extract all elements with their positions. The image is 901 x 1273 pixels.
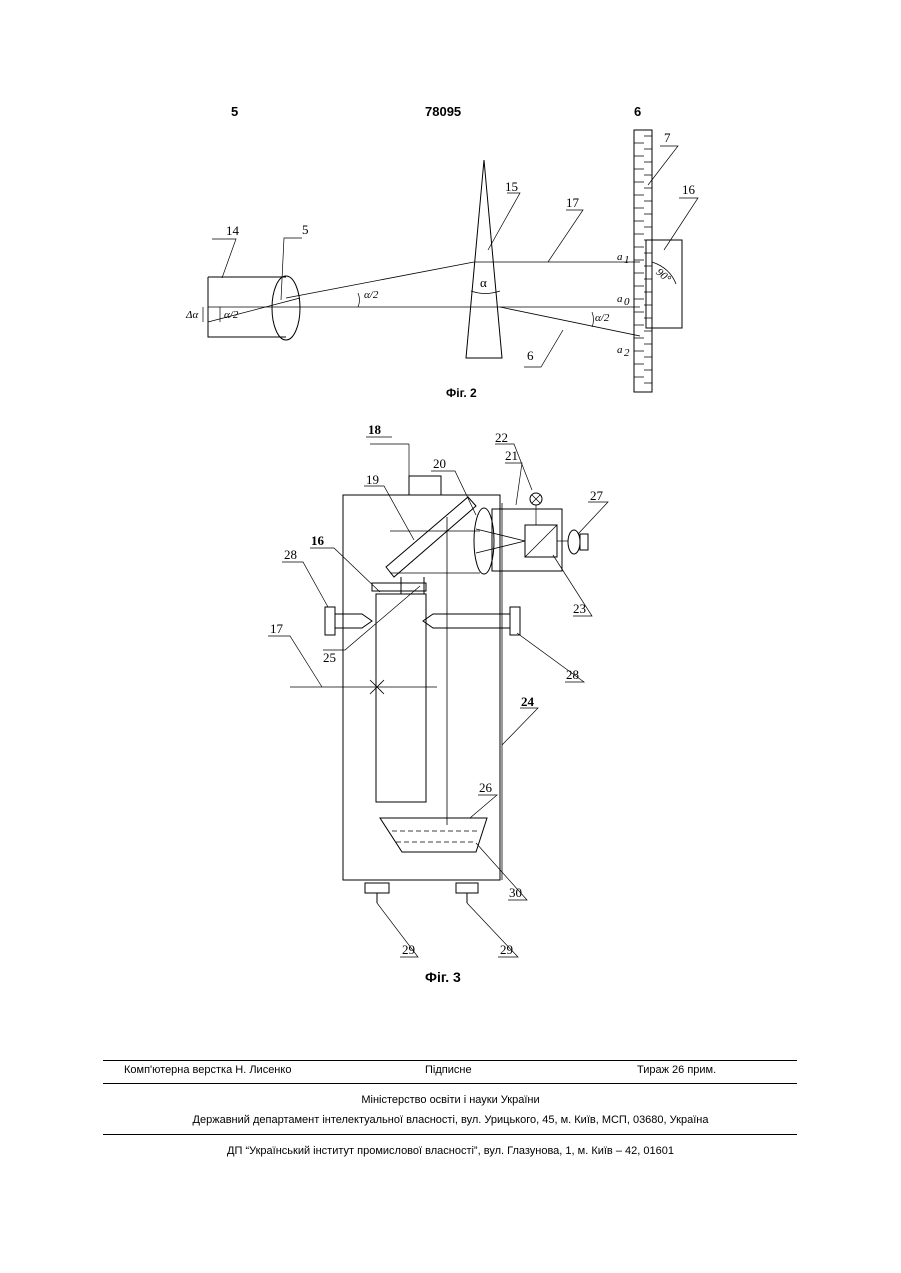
label-a2-sub: 2 (624, 347, 630, 359)
footer-department: Державний департамент інтелектуальної вл… (0, 1114, 901, 1126)
figure-3-diagram (268, 437, 608, 957)
label-14: 14 (226, 223, 240, 238)
label-alpha-half-1: α/2 (364, 289, 379, 301)
light-guide (376, 594, 426, 802)
lens-5 (272, 276, 300, 340)
footer-institute: ДП “Український інститут промислової вла… (0, 1145, 901, 1157)
screw-28-left (325, 607, 335, 635)
label-6: 6 (527, 348, 534, 363)
label-delta-alpha: Δα (185, 309, 198, 321)
holder-16 (372, 583, 426, 591)
label-22: 22 (495, 430, 508, 445)
label-a0: a (617, 293, 623, 305)
wedge-15 (466, 160, 502, 358)
label-a1: a (617, 251, 623, 263)
footer-rule-middle (103, 1083, 797, 1084)
label-5: 5 (302, 222, 309, 237)
block-18 (409, 476, 441, 495)
beam-upper (286, 262, 474, 298)
head-21 (492, 509, 562, 571)
screw-28-right (510, 607, 520, 635)
label-28-right: 28 (566, 667, 579, 682)
foot-29-right (456, 883, 478, 893)
beam-6 (500, 307, 640, 336)
label-28-left: 28 (284, 547, 297, 562)
footer-rule-bottom (103, 1134, 797, 1135)
label-16: 16 (682, 182, 696, 197)
label-27: 27 (590, 488, 604, 503)
label-a0-sub: 0 (624, 296, 630, 308)
label-18: 18 (368, 422, 382, 437)
mirror-19 (386, 497, 476, 577)
label-21: 21 (505, 448, 518, 463)
label-alpha-half-2: α/2 (224, 309, 239, 321)
dish-26 (380, 818, 487, 852)
label-a2: a (617, 344, 623, 356)
footer-circulation: Тираж 26 прим. (637, 1064, 716, 1076)
label-alpha: α (480, 275, 487, 290)
lens-20 (474, 508, 494, 574)
label-25: 25 (323, 650, 336, 665)
figure-2-caption: Фіг. 2 (446, 386, 477, 400)
label-19: 19 (366, 472, 379, 487)
footer-ministry: Міністерство освіти і науки України (0, 1094, 901, 1106)
label-angle-16: 90° (653, 266, 673, 285)
label-a1-sub: 1 (624, 254, 630, 266)
label-24: 24 (521, 694, 535, 709)
label-30: 30 (509, 885, 522, 900)
foot-29-left (365, 883, 389, 893)
footer-rule-top (103, 1060, 797, 1061)
label-29-right: 29 (500, 942, 513, 957)
label-29-left: 29 (402, 942, 415, 957)
label-17-fig3: 17 (270, 621, 284, 636)
label-15: 15 (505, 179, 518, 194)
label-23: 23 (573, 601, 586, 616)
label-7: 7 (664, 130, 671, 145)
label-20: 20 (433, 456, 446, 471)
label-17: 17 (566, 195, 580, 210)
scale-teeth (634, 136, 652, 383)
footer-signed: Підписне (425, 1064, 472, 1076)
label-16-fig3: 16 (311, 533, 325, 548)
label-26: 26 (479, 780, 493, 795)
label-alpha-half-3: α/2 (595, 312, 610, 324)
footer-layout: Комп'ютерна верстка Н. Лисенко (124, 1064, 291, 1076)
figure-3-caption: Фіг. 3 (425, 969, 461, 985)
